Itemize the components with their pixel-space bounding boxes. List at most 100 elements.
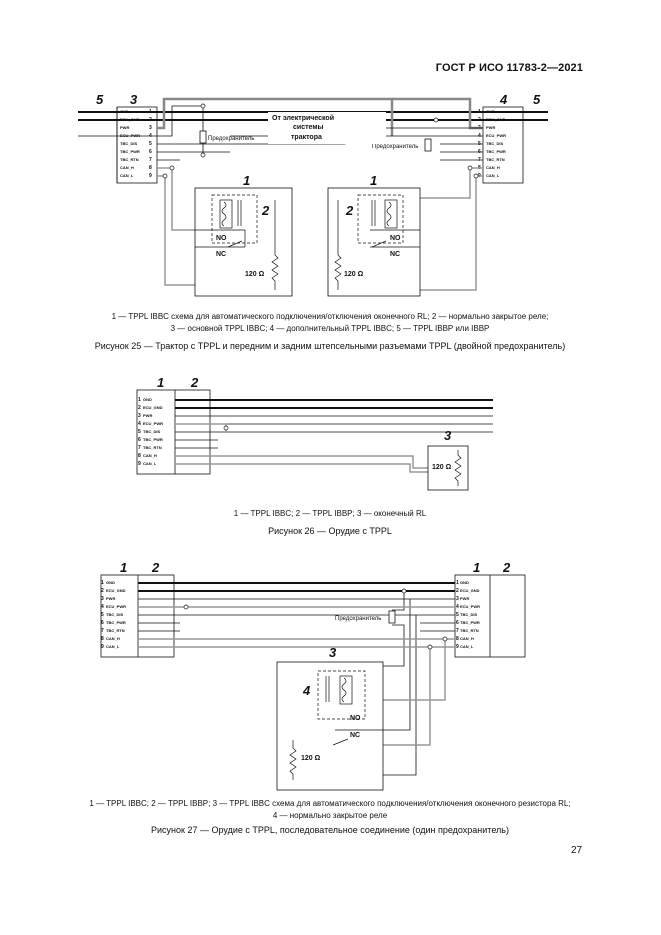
fig27-resistor: 120 Ω	[301, 755, 321, 762]
fig27-caption: Рисунок 27 — Орудие с TPPL, последовател…	[151, 825, 509, 835]
pin-number: 4	[138, 421, 141, 427]
pin-label: ECU_PWR	[460, 604, 480, 609]
pin-label: ECU_GND	[143, 405, 163, 410]
pin-label: TBC_DIS	[120, 141, 137, 146]
pin-label: TBC_PWR	[486, 149, 506, 154]
fig25-nc-left: NC	[216, 251, 226, 258]
fig27-label-3: 3	[329, 645, 337, 660]
pin-label: ECU_GND	[460, 588, 480, 593]
fig25-resistor-left: 120 Ω	[245, 271, 265, 278]
fig25-label-5-right: 5	[533, 92, 541, 107]
fig26-note: 1 — TPPL IBBC; 2 — TPPL IBBP; 3 — оконеч…	[233, 509, 427, 518]
pin-label: TBC_DIS	[106, 612, 123, 617]
fig25-label-4: 4	[499, 92, 508, 107]
fig25-fuse-label-right: Предохранитель	[372, 144, 418, 150]
fig27-label-1-left: 1	[120, 560, 127, 575]
fig26-terminator	[427, 445, 469, 491]
fig25-relay-label-right: 2	[345, 203, 354, 218]
pin-label: CAN_H	[486, 165, 500, 170]
fig26-resistor: 120 Ω	[432, 464, 452, 471]
pin-number: 5	[149, 141, 152, 147]
fig25-note-line2: 3 — основной TPPL IBBC; 4 — дополнительн…	[170, 324, 490, 333]
fig25-fuse-left	[199, 130, 207, 144]
pin-label: ECU_PWR	[106, 604, 126, 609]
pin-number: 6	[138, 437, 141, 443]
pin-number: 5	[101, 612, 104, 618]
fig27-left-connector	[100, 574, 175, 658]
pin-label: CAN_H	[120, 165, 134, 170]
fig25-unit-left	[194, 187, 293, 297]
pin-number: 6	[456, 620, 459, 626]
pin-label: TBC_RTN	[120, 157, 139, 162]
pin-number: 5	[456, 612, 459, 618]
fig25-note-line1: 1 — TPPL IBBC схема для автоматического …	[111, 312, 549, 321]
fig27-label-4: 4	[302, 683, 311, 698]
pin-label: CAN_L	[106, 644, 120, 649]
fig27-label-2-left: 2	[151, 560, 160, 575]
fig25-fuse-label-left: Предохранитель	[208, 136, 254, 142]
pin-label: PWR	[106, 596, 115, 601]
fig27-label-2-right: 2	[502, 560, 511, 575]
pin-label: GND	[143, 397, 152, 402]
pin-label: CAN_H	[143, 453, 157, 458]
pin-number: 7	[138, 445, 141, 451]
pin-label: GND	[106, 580, 115, 585]
pin-label: PWR	[460, 596, 469, 601]
pin-label: CAN_L	[460, 644, 474, 649]
pin-label: TBC_PWR	[106, 620, 126, 625]
pin-label: CAN_L	[143, 461, 157, 466]
fig25-left-pins: GND1ECU_GND2PWR3ECU_PWR4TBC_DIS5TBC_PWR6…	[120, 109, 152, 179]
pin-number: 9	[149, 173, 152, 179]
pin-label: PWR	[120, 125, 129, 130]
pin-number: 3	[149, 125, 152, 131]
fig25-note: 1 — TPPL IBBC схема для автоматического …	[40, 311, 620, 335]
pin-number: 9	[456, 644, 459, 650]
fig26-caption: Рисунок 26 — Орудие с TPPL	[268, 526, 392, 536]
fig25-tractor-text-3: трактора	[291, 134, 322, 141]
pin-label: ECU_GND	[106, 588, 126, 593]
fig25-resistor-right: 120 Ω	[344, 271, 364, 278]
fig25-right-connector	[482, 106, 524, 184]
pin-number: 2	[456, 588, 459, 594]
pin-number: 7	[456, 628, 459, 634]
fig27-note-line2: 4 — нормально закрытое реле	[272, 811, 388, 820]
fig27-fuse-label: Предохранитель	[335, 616, 381, 622]
fig25-unit-label-left: 1	[243, 173, 250, 188]
fig25-label-3: 3	[130, 92, 138, 107]
pin-number: 7	[149, 157, 152, 163]
pin-label: CAN_L	[486, 173, 500, 178]
fig27-unit	[276, 661, 384, 791]
pin-label: TBC_RTN	[486, 157, 505, 162]
fig27-note-line1: 1 — TPPL IBBC; 2 — TPPL IBBP; 3 — TPPL I…	[89, 799, 571, 808]
pin-label: TBC_RTN	[106, 628, 125, 633]
pin-number: 4	[101, 604, 104, 610]
pin-label: TBC_DIS	[143, 429, 160, 434]
pin-label: CAN_L	[120, 173, 134, 178]
pin-number: 9	[138, 461, 141, 467]
fig25-no-right: NO	[390, 235, 401, 242]
pin-label: PWR	[143, 413, 152, 418]
fig25-no-left: NO	[216, 235, 227, 242]
pin-label: GND	[460, 580, 469, 585]
pin-number: 3	[101, 596, 104, 602]
pin-number: 2	[138, 405, 141, 411]
page-number: 27	[571, 845, 583, 856]
pin-number: 6	[149, 149, 152, 155]
fig25-fuse-right	[424, 138, 432, 152]
pin-label: ECU_PWR	[143, 421, 163, 426]
pin-number: 8	[101, 636, 104, 642]
fig25-caption: Рисунок 25 — Трактор с TPPL и передним и…	[94, 341, 566, 351]
fig27-right-pins: GND1ECU_GND2PWR3ECU_PWR4TBC_DIS5TBC_PWR6…	[456, 580, 480, 650]
fig25-label-5-left: 5	[96, 92, 104, 107]
fig27-nc: NC	[350, 732, 360, 739]
pin-number: 3	[456, 596, 459, 602]
pin-label: TBC_PWR	[460, 620, 480, 625]
fig25-unit-label-right: 1	[370, 173, 377, 188]
pin-number: 6	[101, 620, 104, 626]
pin-number: 5	[138, 429, 141, 435]
fig26-label-2: 2	[190, 375, 199, 390]
fig27-no: NO	[350, 715, 361, 722]
